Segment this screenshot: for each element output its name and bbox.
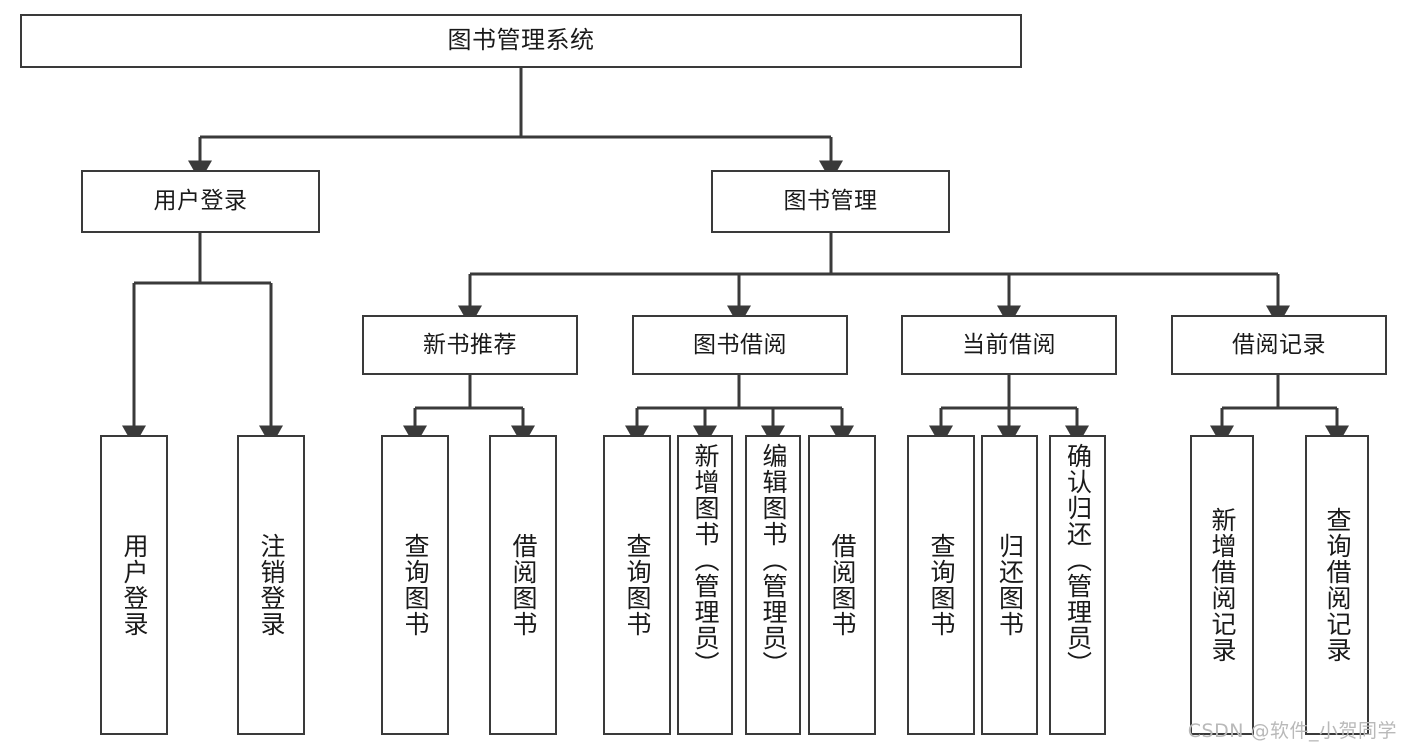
node-user-login[interactable]: 用户登录	[81, 170, 320, 233]
node-leaf-user-logout[interactable]: 注销登录	[237, 435, 305, 735]
node-leaf-query-book-3-label: 查询图书	[927, 533, 956, 637]
node-leaf-query-book-1[interactable]: 查询图书	[381, 435, 449, 735]
node-leaf-return-book-label: 归还图书	[995, 533, 1025, 637]
node-leaf-confirm-return[interactable]: 确认归还（管理员）	[1049, 435, 1106, 735]
node-leaf-add-book[interactable]: 新增图书（管理员）	[677, 435, 733, 735]
node-leaf-user-logout-label: 注销登录	[257, 533, 286, 637]
node-leaf-return-book[interactable]: 归还图书	[981, 435, 1038, 735]
node-leaf-user-login-label: 用户登录	[120, 533, 149, 637]
node-root-label: 图书管理系统	[447, 26, 595, 55]
node-borrow-record-label: 借阅记录	[1232, 331, 1326, 358]
node-leaf-user-login[interactable]: 用户登录	[100, 435, 168, 735]
node-leaf-query-record-label: 查询借阅记录	[1323, 507, 1352, 663]
node-leaf-borrow-book-2-label: 借阅图书	[828, 533, 857, 637]
node-new-book-recommend-label: 新书推荐	[423, 331, 517, 358]
node-book-borrow[interactable]: 图书借阅	[632, 315, 848, 375]
node-new-book-recommend[interactable]: 新书推荐	[362, 315, 578, 375]
node-leaf-add-record-label: 新增借阅记录	[1208, 507, 1237, 663]
node-leaf-edit-book-label: 编辑图书（管理员）	[759, 443, 788, 677]
node-book-management-label: 图书管理	[783, 188, 878, 215]
node-leaf-confirm-return-label: 确认归还（管理员）	[1063, 443, 1093, 677]
node-leaf-query-book-2-label: 查询图书	[623, 533, 652, 637]
node-leaf-query-book-2[interactable]: 查询图书	[603, 435, 671, 735]
node-leaf-query-book-3[interactable]: 查询图书	[907, 435, 975, 735]
node-user-login-label: 用户登录	[153, 188, 248, 215]
node-book-borrow-label: 图书借阅	[693, 331, 787, 358]
node-borrow-record[interactable]: 借阅记录	[1171, 315, 1387, 375]
node-leaf-query-record[interactable]: 查询借阅记录	[1305, 435, 1369, 735]
node-leaf-edit-book[interactable]: 编辑图书（管理员）	[745, 435, 801, 735]
node-current-borrow[interactable]: 当前借阅	[901, 315, 1117, 375]
node-root[interactable]: 图书管理系统	[20, 14, 1022, 68]
watermark: CSDN @软件_小贺同学	[1187, 720, 1397, 742]
node-leaf-borrow-book-1-label: 借阅图书	[509, 533, 538, 637]
node-book-management[interactable]: 图书管理	[711, 170, 950, 233]
node-leaf-query-book-1-label: 查询图书	[401, 533, 430, 637]
node-leaf-borrow-book-2[interactable]: 借阅图书	[808, 435, 876, 735]
node-leaf-add-record[interactable]: 新增借阅记录	[1190, 435, 1254, 735]
node-leaf-borrow-book-1[interactable]: 借阅图书	[489, 435, 557, 735]
node-current-borrow-label: 当前借阅	[962, 331, 1056, 358]
node-leaf-add-book-label: 新增图书（管理员）	[691, 443, 720, 677]
